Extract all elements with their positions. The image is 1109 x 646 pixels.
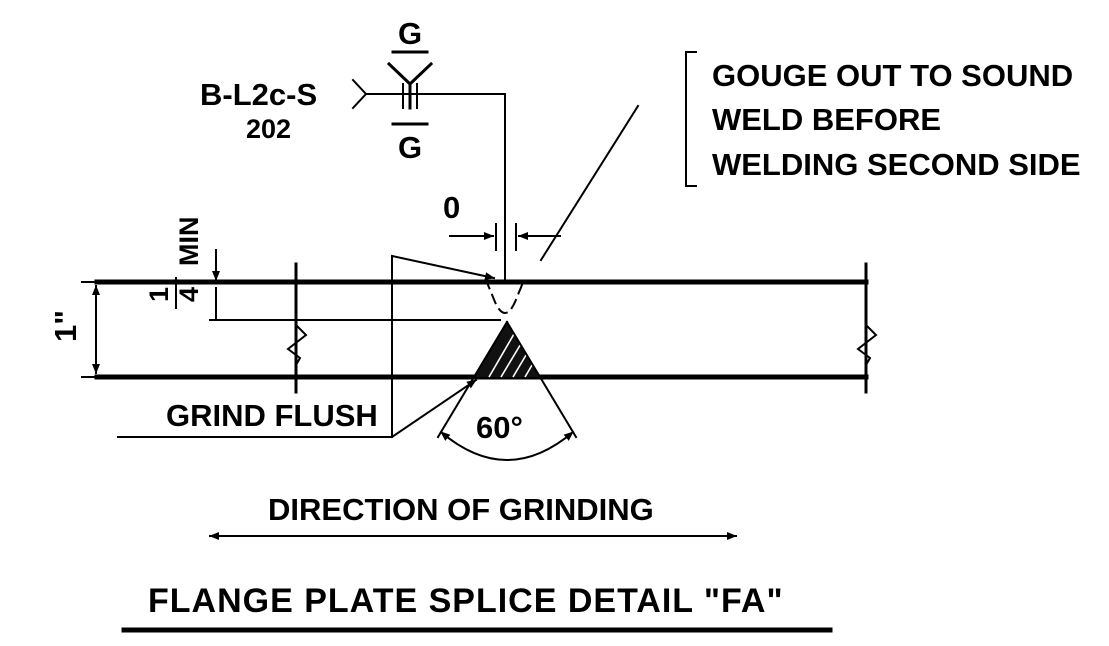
gouge-note-leader bbox=[539, 104, 640, 262]
direction-of-grinding: DIRECTION OF GRINDING bbox=[209, 492, 737, 540]
direction-label: DIRECTION OF GRINDING bbox=[268, 492, 654, 527]
weld-groove: 60° bbox=[436, 278, 578, 461]
weld-metal bbox=[473, 322, 540, 377]
plate-thickness-label: 1" bbox=[48, 310, 83, 342]
gouge-note: GOUGE OUT TO SOUND WELD BEFORE WELDING S… bbox=[539, 51, 1081, 262]
root-opening-label: 0 bbox=[443, 190, 460, 225]
gouge-note-bracket bbox=[685, 51, 697, 187]
weld-symbol: G G B-L2c-S 202 bbox=[200, 16, 506, 283]
reference-number-label: 202 bbox=[246, 114, 291, 144]
groove-angle-arc bbox=[439, 430, 575, 461]
arrow-side-finish-label: G bbox=[398, 16, 422, 51]
back-gouge-outline bbox=[484, 278, 526, 314]
groove-angle-label: 60° bbox=[476, 410, 523, 445]
min-depth-denominator: 4 bbox=[174, 287, 204, 302]
gouge-note-line-3: WELDING SECOND SIDE bbox=[712, 147, 1081, 182]
grind-flush-note: GRIND FLUSH bbox=[117, 254, 496, 439]
detail-title-text: FLANGE PLATE SPLICE DETAIL "FA" bbox=[148, 582, 784, 620]
detail-title: FLANGE PLATE SPLICE DETAIL "FA" bbox=[121, 582, 833, 633]
thickness-dimension: 1" bbox=[48, 281, 111, 378]
min-depth-dimension: 1 4 MIN bbox=[144, 217, 227, 319]
min-depth-numerator: 1 bbox=[144, 287, 174, 302]
gouge-note-line-1: GOUGE OUT TO SOUND bbox=[712, 58, 1073, 93]
arrow-side-groove-symbol bbox=[386, 61, 434, 87]
root-opening-dimension: 0 bbox=[443, 190, 561, 251]
weld-symbol-tail bbox=[351, 78, 368, 110]
gouge-note-line-2: WELD BEFORE bbox=[712, 102, 941, 137]
other-side-finish-label: G bbox=[398, 130, 422, 165]
joint-designation-label: B-L2c-S bbox=[200, 77, 317, 112]
min-depth-suffix: MIN bbox=[174, 217, 204, 267]
grind-flush-label: GRIND FLUSH bbox=[166, 398, 378, 433]
